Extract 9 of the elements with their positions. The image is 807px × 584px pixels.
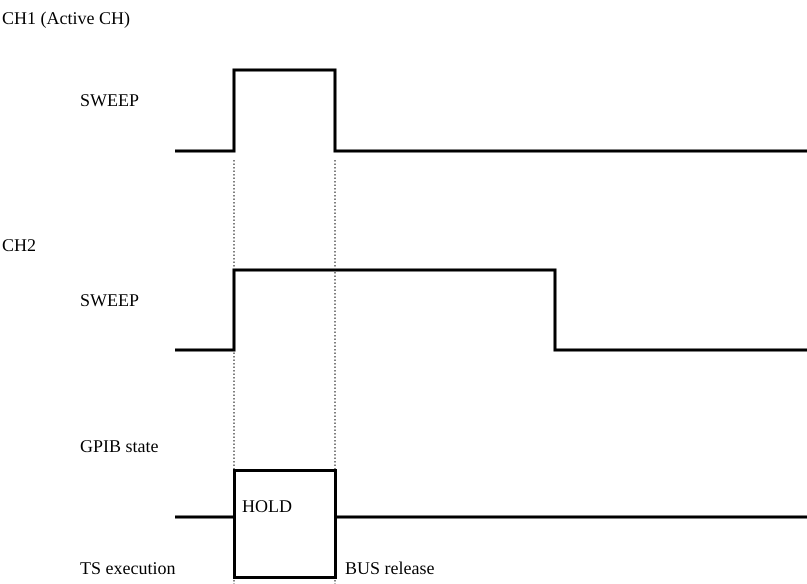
channel-label: CH1 (Active CH) [2, 8, 130, 28]
signal-label: SWEEP [80, 290, 140, 310]
signal-label: SWEEP [80, 90, 140, 110]
event-label: BUS release [345, 558, 434, 578]
channel-label: CH2 [2, 235, 36, 255]
state-box [233, 469, 337, 579]
state-label: HOLD [242, 496, 292, 516]
event-label: TS execution [80, 558, 176, 578]
signal-label: GPIB state [80, 436, 158, 456]
